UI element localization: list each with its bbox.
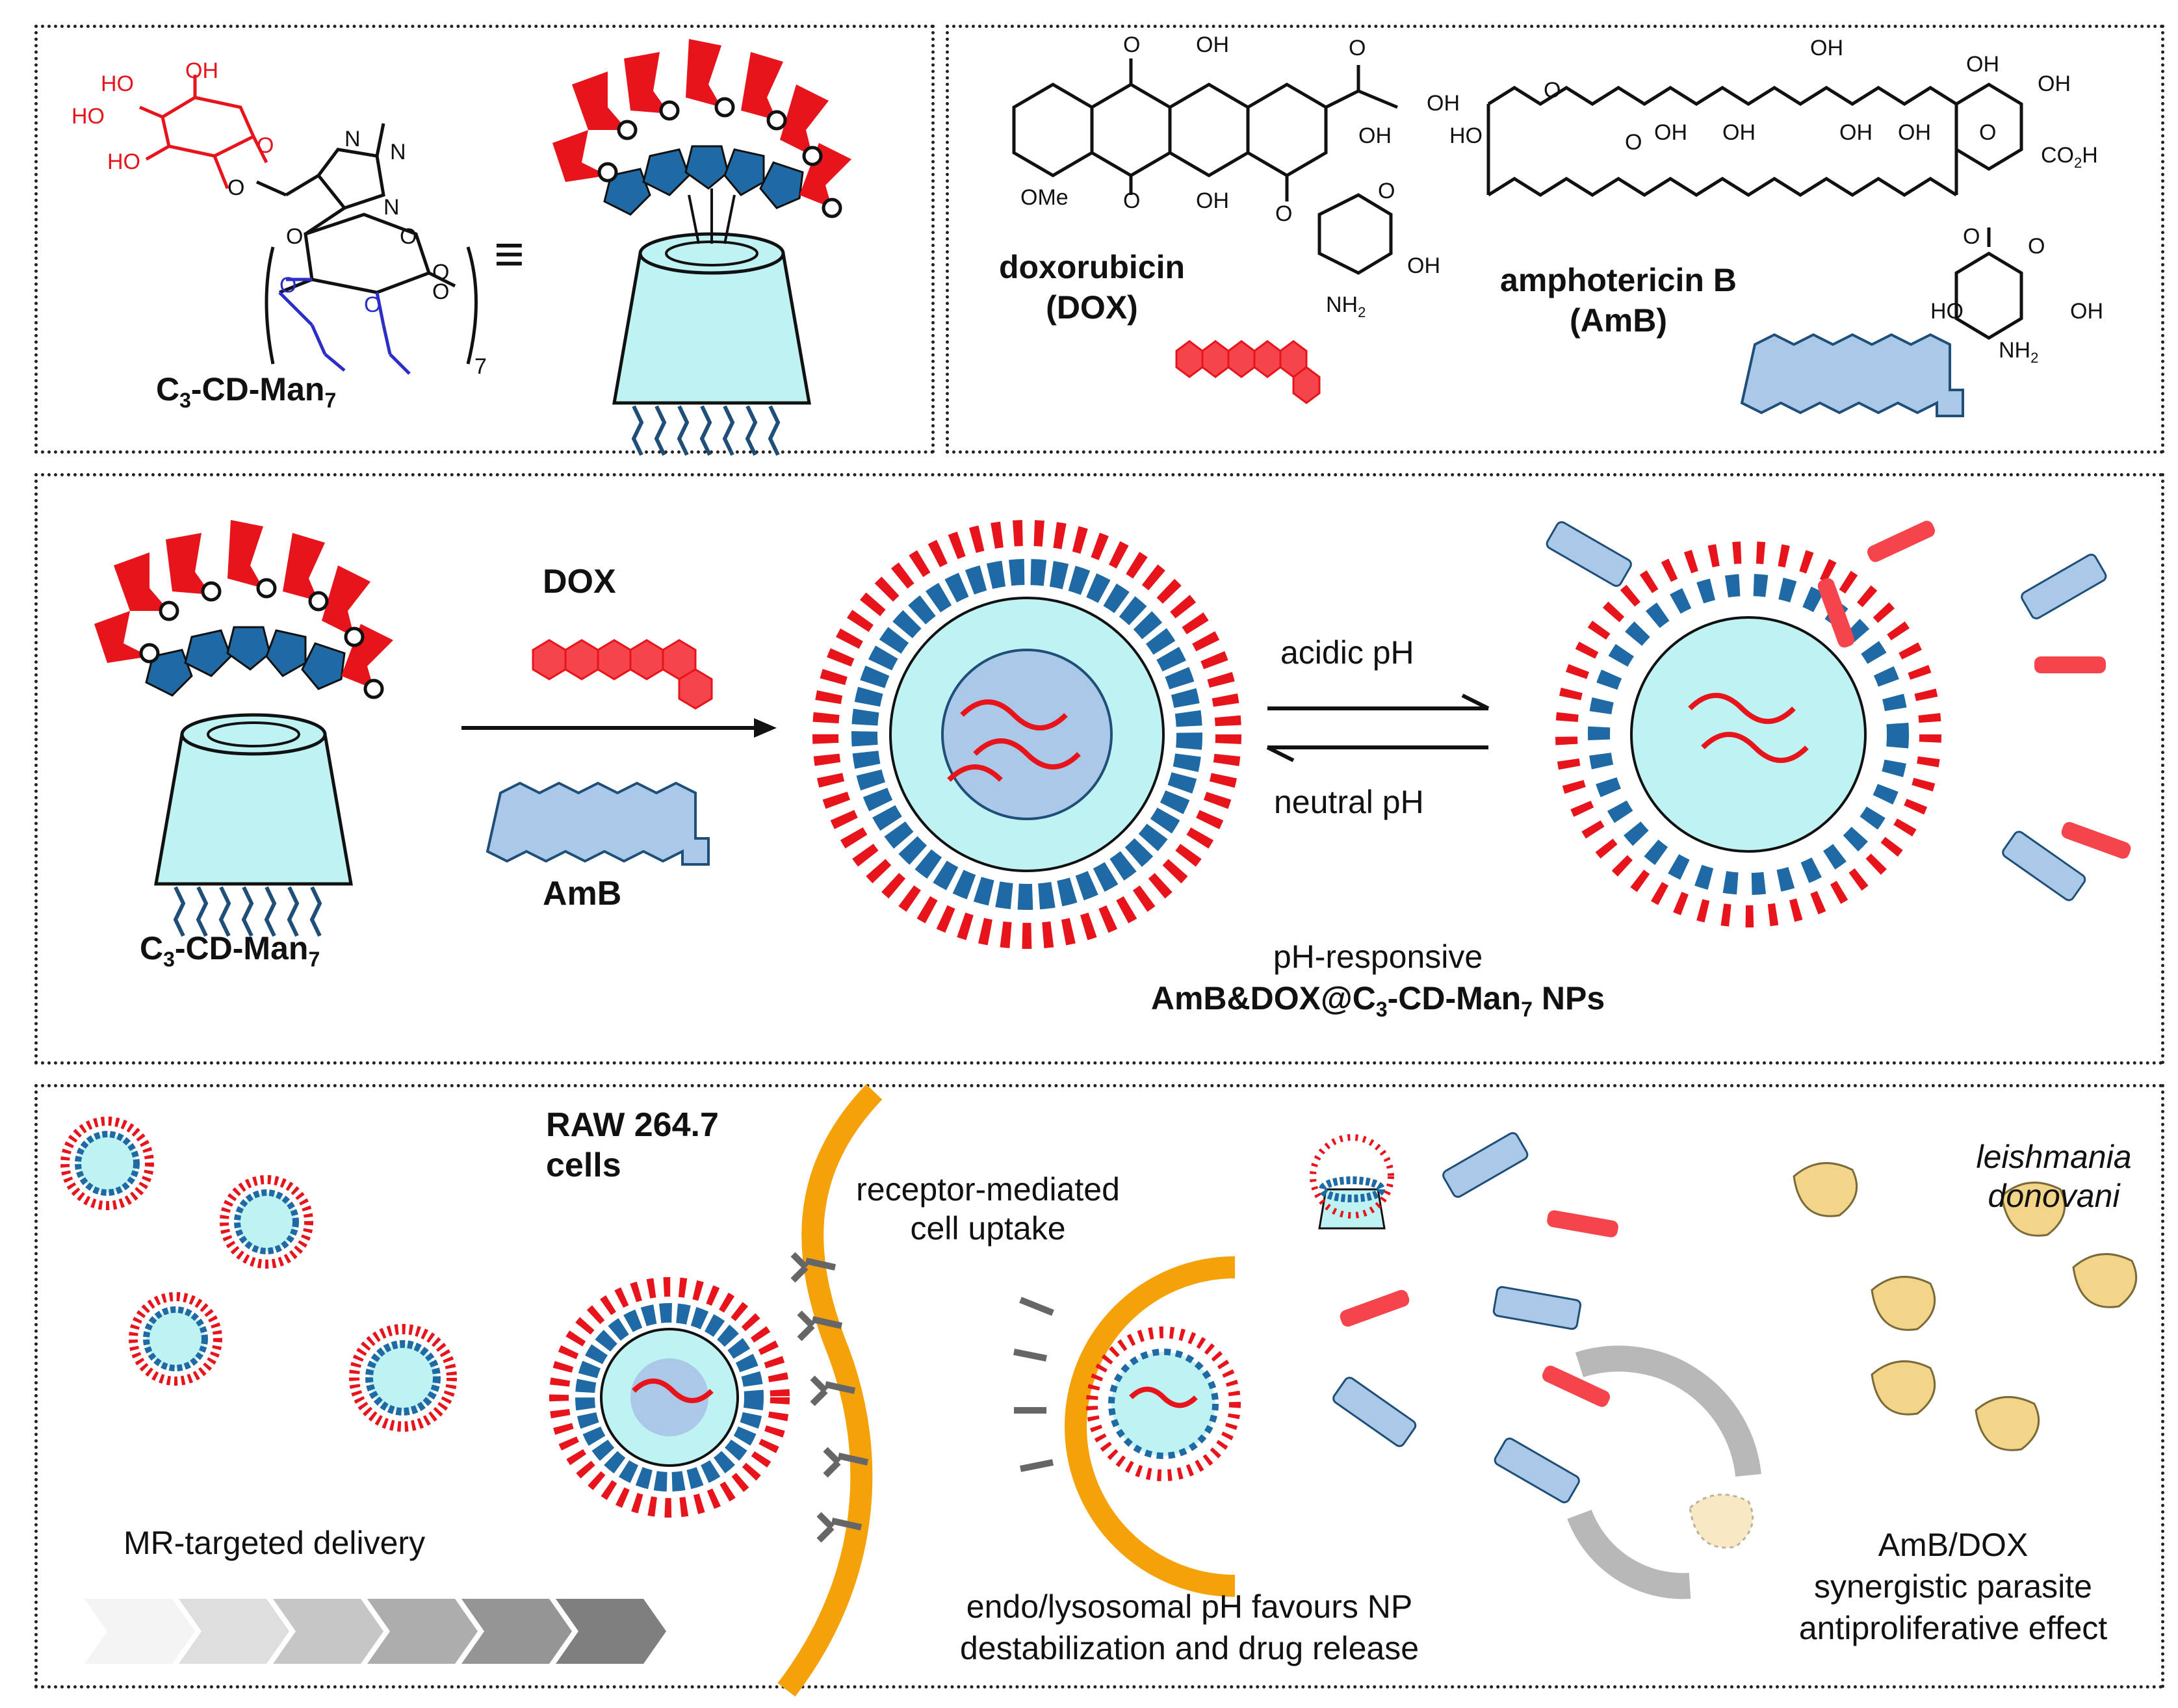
amb-cartoon-c — [486, 781, 710, 866]
dox-atom-o-gly: O — [1275, 201, 1293, 226]
approaching-nanoparticle — [549, 1277, 790, 1518]
amb-atom-oh1: OH — [1654, 120, 1687, 145]
amb-atom-oh-right: OH — [2038, 71, 2071, 96]
small-nanoparticles — [60, 1117, 457, 1432]
panel-b-drugs — [946, 25, 2164, 454]
dox-atom-ome: OMe — [1020, 185, 1069, 210]
atom-o-f: O — [364, 292, 382, 317]
amb-atom-ho-sugar: HO — [1930, 299, 1964, 324]
atom-o-a: O — [286, 224, 304, 249]
dox-atom-oh-side: OH — [1427, 91, 1460, 116]
amphotericin-structure — [1486, 83, 2023, 340]
amb-cartoon-b — [1740, 333, 1964, 417]
dox-atom-nh2: NH2 — [1326, 292, 1366, 320]
atom-ho2: HO — [71, 104, 105, 129]
amb-atom-o-carbonyl: O — [1625, 130, 1642, 155]
delivery-chevrons — [84, 1599, 666, 1664]
dox-atom-oh-bottom: OH — [1196, 188, 1229, 213]
free-cd-cartoon — [1310, 1134, 1394, 1230]
dox-atom-o-keto: O — [1349, 36, 1366, 60]
amb-atom-oh4: OH — [1898, 120, 1931, 145]
atom-o-b: O — [400, 224, 417, 249]
amb-atom-o-ester: O — [1544, 78, 1561, 103]
released-drugs — [1310, 1132, 1618, 1503]
dox-atom-o-bottom: O — [1123, 188, 1141, 213]
cd-cartoon-a — [552, 39, 851, 456]
dox-cartoon-b — [1175, 340, 1321, 404]
cell-membrane — [777, 1084, 883, 1697]
disassembled-nanoparticle — [1546, 521, 2131, 927]
atom-o-d: O — [432, 279, 450, 304]
acidic-ph-label: acidic pH — [1280, 634, 1414, 671]
panel-a-cd-man7 — [34, 25, 935, 454]
atom-o-link: O — [227, 175, 245, 200]
amb-label-c: AmB — [543, 875, 622, 912]
amb-atom-nh2: NH2 — [1999, 338, 2039, 366]
amb-atom-oh-sugar: OH — [2070, 299, 2103, 324]
amb-name: amphotericin B(AmB) — [1500, 262, 1737, 339]
amb-atom-o-ring: O — [1979, 120, 1997, 145]
atom-n1: N — [344, 127, 361, 151]
amb-atom-o-sugar: O — [2028, 234, 2045, 259]
dox-atom-oh-sugar: OH — [1407, 253, 1440, 278]
cycle-arrows — [1567, 1345, 1761, 1599]
neutral-ph-label: neutral pH — [1274, 784, 1424, 820]
amb-atom-o-gly: O — [1963, 224, 1980, 249]
dox-label-c: DOX — [543, 563, 616, 601]
compound-label-c: C3-CD-Man7 — [140, 930, 320, 971]
parasites — [1689, 1162, 2138, 1549]
amb-atom-oh2: OH — [1722, 120, 1756, 145]
amb-atom-ho-left: HO — [1449, 123, 1483, 148]
amb-atom-oh3: OH — [1839, 120, 1873, 145]
atom-ho3: HO — [107, 149, 140, 174]
dox-atom-o-ring: O — [1378, 179, 1395, 203]
amb-atom-oh-top: OH — [1810, 36, 1843, 60]
amb-atom-oh-top2: OH — [1966, 52, 1999, 77]
atom-o-c: O — [432, 260, 450, 285]
delivery-label: MR-targeted delivery — [123, 1525, 426, 1561]
dox-atom-oh-ring: OH — [1358, 123, 1392, 148]
dox-atom-o-top: O — [1123, 32, 1141, 57]
np-label: pH-responsive AmB&DOX@C3-CD-Man7 NPs — [1150, 938, 1605, 1021]
equivalence-symbol: ≡ — [494, 225, 525, 283]
atom-o-anomeric: O — [257, 133, 274, 158]
dox-name: doxorubicin(DOX) — [998, 249, 1186, 326]
atom-oh1: OH — [185, 58, 218, 83]
amb-atom-co2h: CO2H — [2041, 143, 2098, 171]
doxorubicin-structure — [1012, 58, 1398, 275]
atom-n3: N — [383, 195, 400, 220]
compound-label-a: C3-CD-Man7 — [156, 371, 337, 412]
panel-c-assembly — [34, 473, 2164, 1065]
panel-d-biology — [34, 1084, 2164, 1689]
atom-n2: N — [390, 140, 406, 164]
atom-ho1: HO — [101, 71, 134, 96]
equilibrium-arrows — [1266, 693, 1490, 762]
mannose-receptors — [790, 1252, 869, 1543]
dox-cartoon-c — [532, 639, 713, 710]
dox-atom-oh-top: OH — [1196, 32, 1229, 57]
endosome — [1013, 1256, 1241, 1597]
atom-o-e: O — [279, 273, 297, 298]
assembly-arrow — [461, 718, 777, 738]
nanoparticle-c — [812, 520, 1241, 949]
repeat-subscript: 7 — [474, 354, 487, 379]
cd-cartoon-c — [94, 520, 393, 937]
